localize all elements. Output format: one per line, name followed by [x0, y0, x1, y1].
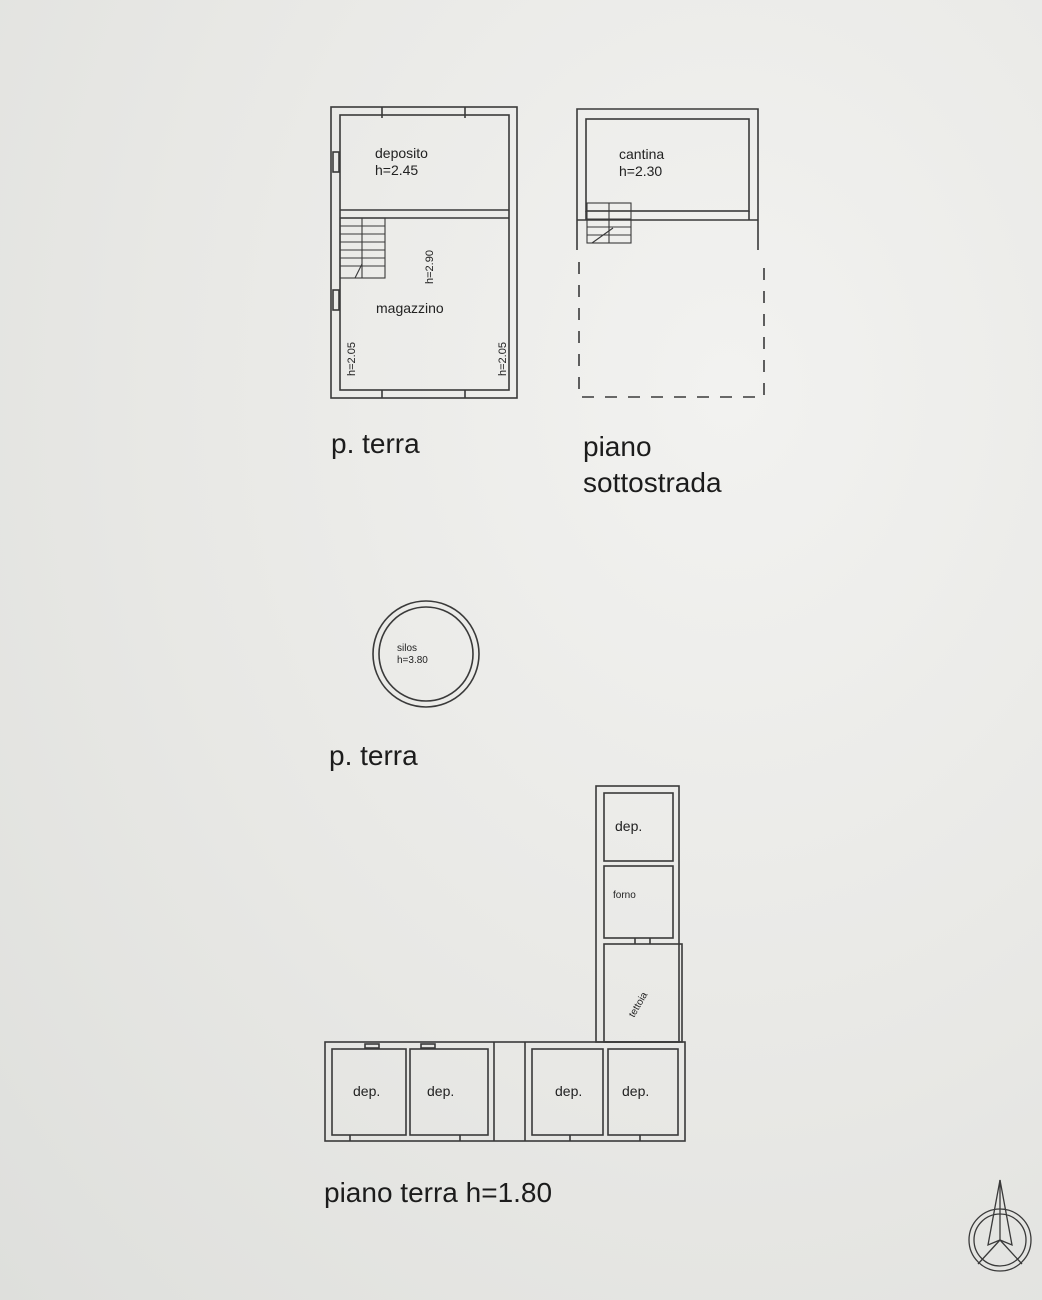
label-magazzino-height-left: h=2.05 [346, 342, 358, 376]
label-cantina-height: h=2.30 [619, 163, 662, 179]
label-silos: silos [397, 643, 417, 654]
label-silos-height: h=3.80 [397, 655, 428, 666]
label-dep-3: dep. [555, 1083, 582, 1099]
label-deposito: deposito [375, 145, 428, 161]
plan1-window-left-2 [332, 289, 340, 311]
plan4-row-outer [324, 1041, 686, 1142]
plan2-staircase [586, 202, 632, 244]
plan4-room-dep-2 [409, 1048, 489, 1136]
plan2-outer-wall [576, 108, 759, 250]
label-tettoia: tettoia [627, 990, 650, 1019]
label-dep-2: dep. [427, 1083, 454, 1099]
caption-basement-line2: sottostrada [583, 467, 722, 498]
north-arrow-icon [968, 1179, 1032, 1272]
caption-ground-floor-1: p. terra [331, 428, 420, 459]
label-magazzino-height-center: h=2.90 [424, 250, 436, 284]
label-magazzino-height-right: h=2.05 [497, 342, 509, 376]
plan2-cantina-wall [585, 118, 750, 212]
caption-silo: p. terra [329, 740, 418, 771]
plan4-room-dep-3 [531, 1048, 604, 1136]
label-deposito-height: h=2.45 [375, 162, 418, 178]
plan2-dashed-outline [578, 262, 765, 398]
label-magazzino: magazzino [376, 300, 444, 316]
plan-silo [372, 600, 480, 708]
plan1-window-left [332, 151, 340, 173]
label-cantina: cantina [619, 146, 664, 162]
label-dep-top: dep. [615, 818, 642, 834]
plan1-staircase [339, 217, 386, 279]
plan4-room-dep-4 [607, 1048, 679, 1136]
plan-basement [576, 108, 765, 398]
label-forno: forno [613, 890, 636, 901]
label-dep-1: dep. [353, 1083, 380, 1099]
plan1-outer-wall [330, 106, 518, 399]
silo-inner-wall [378, 606, 474, 702]
label-dep-4: dep. [622, 1083, 649, 1099]
silo-outer-wall [372, 600, 480, 708]
plan4-room-forno [603, 865, 674, 939]
plan4-room-dep-1 [331, 1048, 407, 1136]
plan-ground-floor-2 [324, 785, 686, 1142]
caption-basement-line1: piano [583, 431, 652, 462]
caption-ground-floor-2: piano terra h=1.80 [324, 1177, 553, 1208]
plan4-room-dep-top [603, 792, 674, 862]
plan-ground-floor-1 [330, 106, 518, 399]
